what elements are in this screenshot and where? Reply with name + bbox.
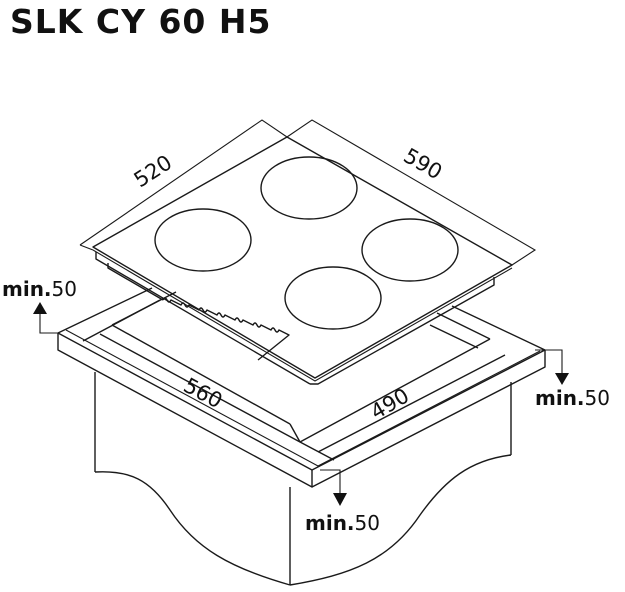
clearance-right-label: min.50	[535, 386, 610, 410]
burners	[154, 156, 459, 330]
arrow-up-icon	[33, 302, 47, 314]
dimension-560: 560	[180, 373, 227, 413]
burner-right	[361, 218, 459, 282]
clearance-left-label: min.50	[2, 277, 77, 301]
dimension-490: 490	[367, 383, 414, 424]
clearance-right-arrow	[535, 349, 569, 385]
burner-front	[284, 266, 382, 330]
clearance-front-label: min.50	[305, 511, 380, 535]
worktop	[57, 287, 546, 488]
burner-left	[154, 208, 252, 272]
hob-plate	[92, 136, 513, 385]
burner-back	[260, 156, 358, 220]
clearance-front-arrow	[320, 469, 347, 506]
arrow-down-icon	[333, 493, 347, 506]
dimension-lines	[79, 119, 537, 266]
dimension-590: 590	[400, 144, 447, 185]
arrow-down-icon	[555, 373, 569, 385]
cabinet-body	[94, 372, 512, 586]
clearance-left-arrow	[33, 302, 58, 334]
dimension-520: 520	[130, 150, 177, 192]
model-title: SLK CY 60 H5	[10, 2, 272, 41]
